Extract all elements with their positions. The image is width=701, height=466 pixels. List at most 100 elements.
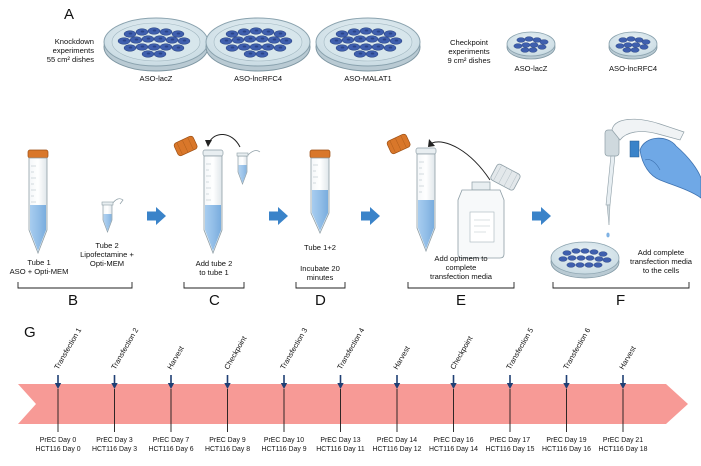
- timeline-band: [18, 384, 688, 424]
- dish-f: [550, 241, 620, 279]
- knockdown-caption-line: experiments: [52, 46, 94, 55]
- panel-letter-g: G: [24, 324, 36, 341]
- pour-arrow-c: [208, 134, 241, 148]
- tube-2-label-line: Opti-MEM: [89, 259, 125, 269]
- timeline-arrow-head: [393, 383, 401, 389]
- timeline-day-hct116: HCT116 Day 16: [542, 446, 591, 453]
- timeline-day-hct116: HCT116 Day 15: [485, 446, 535, 453]
- timeline-day-label: PrEC Day 0 HCT116 Day 0: [28, 436, 88, 454]
- gloved-hand: [639, 137, 701, 199]
- timeline-day-prec: PrEC Day 16: [433, 437, 474, 444]
- timeline-arrow-head: [563, 383, 570, 389]
- dish-aso-lacz-small: [506, 31, 556, 60]
- tube-2-label-line: Tube 2: [95, 241, 119, 250]
- timeline-day-prec: PrEC Day 10: [263, 437, 305, 444]
- timeline-day-hct116: HCT116 Day 8: [204, 446, 251, 453]
- step-d-text: Incubate 20 minutes: [292, 264, 348, 282]
- timeline-day-prec: PrEC Day 17: [489, 437, 531, 444]
- tube-1-label-line: Tube 1: [27, 258, 51, 267]
- timeline-arrow-head: [111, 383, 118, 389]
- bracket-d: [295, 282, 346, 289]
- bracket-c: [183, 282, 245, 289]
- timeline-day-prec: PrEC Day 7: [152, 437, 190, 444]
- dish-aso-malat1-large: [315, 17, 421, 72]
- tube-2: [101, 198, 124, 233]
- step-arrow-3: [361, 207, 380, 225]
- timeline-day-hct116: HCT116 Day 11: [316, 446, 365, 453]
- knockdown-caption-line: 55 cm² dishes: [46, 55, 94, 64]
- step-arrow-1: [147, 207, 166, 225]
- pipette: [604, 118, 685, 226]
- checkpoint-caption-line: Checkpoint: [450, 38, 488, 47]
- dish-label: ASO-lncRFC4: [233, 74, 283, 83]
- step-e-text-line: Add optimem to: [434, 254, 488, 263]
- timeline-day-prec: PrEC Day 14: [376, 437, 418, 444]
- panel-letter-b: B: [68, 292, 79, 309]
- timeline-arrow-head: [619, 383, 627, 389]
- bracket-f: [552, 282, 690, 289]
- timeline-arrow-head: [167, 383, 175, 389]
- step-arrow-2: [269, 207, 288, 225]
- dish-label: ASO-lncRFC4: [608, 64, 658, 73]
- timeline-day-prec: PrEC Day 9: [209, 437, 246, 444]
- timeline-day-label: PrEC Day 21 HCT116 Day 18: [593, 436, 653, 454]
- tube-d-label: Tube 1+2: [303, 243, 337, 252]
- step-e-text-line: transfection media: [429, 272, 493, 282]
- step-c-text-line: to tube 1: [199, 268, 229, 278]
- timeline-day-label: PrEC Day 13 HCT116 Day 11: [311, 436, 371, 454]
- dish-aso-lncrfc4-large: [205, 17, 311, 72]
- timeline-arrow-head: [280, 383, 288, 389]
- step-c-text: Add tube 2 to tube 1: [184, 259, 244, 277]
- tube-2-label: Tube 2 Lipofectamine + Opti-MEM: [76, 241, 138, 269]
- tube-e: [415, 147, 437, 253]
- dish-aso-lacz-large: [103, 17, 209, 72]
- timeline-day-label: PrEC Day 17 HCT116 Day 15: [480, 436, 540, 454]
- step-e-text: Add optimem to complete transfection med…: [406, 254, 516, 282]
- step-f-text-line: to the cells: [642, 266, 680, 276]
- timeline-arrow-head: [450, 383, 457, 389]
- panel-letter-f: F: [616, 292, 626, 309]
- bracket-b: [17, 282, 133, 289]
- dish-aso-lncrfc4-small: [608, 31, 658, 60]
- tube-c-small: [236, 150, 261, 185]
- timeline-day-label: PrEC Day 10 HCT116 Day 9: [254, 436, 314, 454]
- timeline-arrow-head: [224, 383, 231, 389]
- timeline-day-hct116: HCT116 Day 3: [91, 446, 138, 453]
- step-d-text-line: minutes: [306, 273, 334, 283]
- knockdown-caption-line: Knockdown: [54, 37, 94, 46]
- timeline-day-hct116: HCT116 Day 6: [148, 446, 194, 453]
- timeline-day-label: PrEC Day 19 HCT116 Day 16: [537, 436, 597, 454]
- step-c-text-line: Add tube 2: [195, 259, 233, 268]
- checkpoint-caption: Checkpoint experiments 9 cm² dishes: [436, 38, 502, 65]
- checkpoint-caption-line: 9 cm² dishes: [447, 56, 491, 65]
- dish-label: ASO-lacZ: [139, 74, 173, 83]
- timeline-day-prec: PrEC Day 0: [39, 437, 77, 444]
- media-bottle: [457, 181, 505, 259]
- timeline-day-label: PrEC Day 7 HCT116 Day 6: [141, 436, 201, 454]
- pour-arrowhead-e: [428, 139, 435, 147]
- panel-letter-e: E: [456, 292, 467, 309]
- timeline-day-hct116: HCT116 Day 0: [35, 446, 81, 453]
- cap-e: [386, 133, 411, 155]
- timeline-arrow-head: [54, 383, 62, 389]
- timeline-day-label: PrEC Day 9 HCT116 Day 8: [198, 436, 258, 454]
- timeline-markers: [54, 375, 627, 432]
- dish-label: ASO-lacZ: [514, 64, 548, 73]
- bottle-cap: [490, 163, 521, 191]
- timeline-day-label: PrEC Day 16 HCT116 Day 14: [424, 436, 484, 454]
- pour-arrow-e: [431, 141, 491, 181]
- tube-1-label-line: ASO + Opti-MEM: [9, 267, 69, 277]
- timeline-day-hct116: HCT116 Day 9: [261, 446, 307, 453]
- pour-arrowhead-c: [205, 140, 212, 147]
- step-f-text: Add complete transfection media to the c…: [626, 248, 696, 276]
- timeline-arrow-head: [506, 383, 514, 389]
- timeline-day-prec: PrEC Day 13: [320, 437, 361, 444]
- step-f-text-line: transfection media: [629, 257, 693, 267]
- timeline-day-prec: PrEC Day 19: [546, 437, 587, 444]
- timeline-day-hct116: HCT116 Day 18: [598, 446, 648, 453]
- timeline-day-prec: PrEC Day 21: [602, 437, 644, 444]
- tube-1: [27, 149, 49, 255]
- timeline-day-hct116: HCT116 Day 14: [429, 446, 478, 453]
